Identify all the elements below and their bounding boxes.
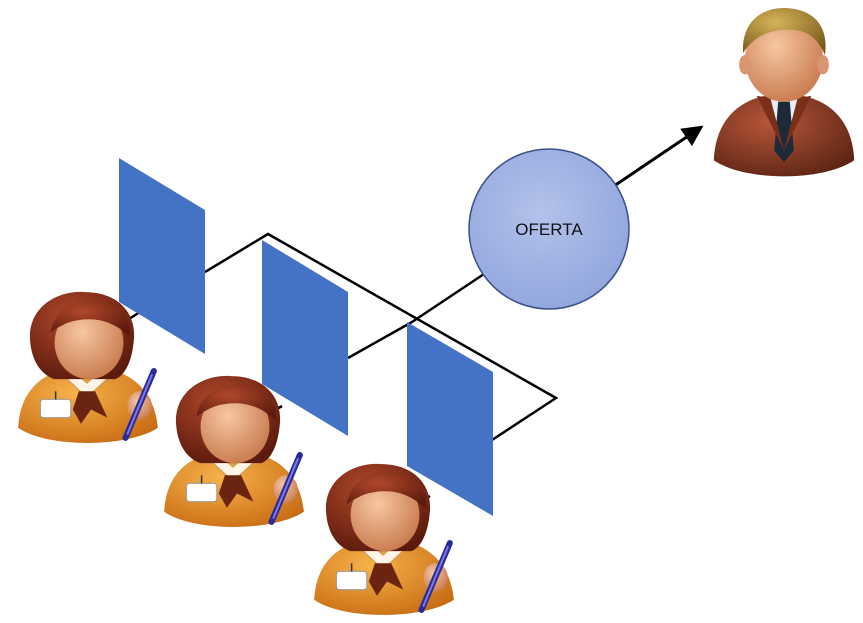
bid-panel-1: [119, 158, 205, 354]
buyer-man-icon: [713, 7, 855, 177]
arrow-to-buyer: [613, 125, 704, 188]
offer-circle: [468, 148, 630, 310]
offer-label: OFERTA: [515, 220, 583, 239]
connector-panel2: [347, 320, 413, 360]
seller-woman-icon: [314, 464, 454, 615]
bid-panel-3: [407, 322, 493, 516]
connector-top-path: [204, 232, 559, 442]
bid-panel-2: [262, 240, 348, 436]
connector-to-offer: [411, 268, 491, 324]
seller-woman-icon: [164, 376, 304, 527]
offer-node: OFERTA: [468, 148, 630, 310]
